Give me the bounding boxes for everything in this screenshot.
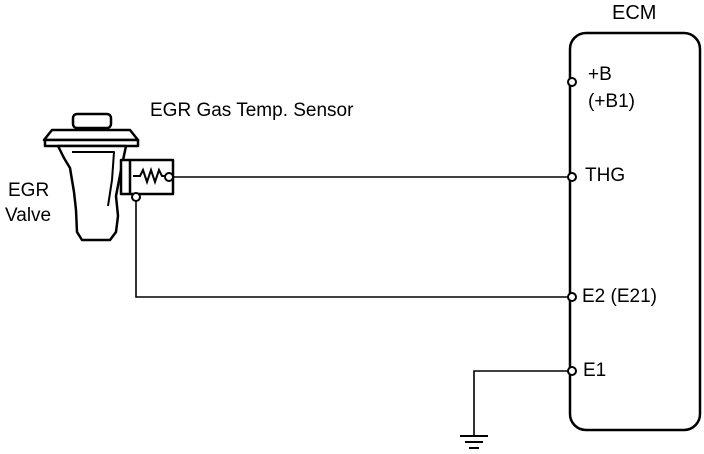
pin-b1-label: (+B1) [588,91,635,112]
sensor-terminal-ground [131,192,141,202]
terminal-e2 [567,292,577,302]
valve-label-line2: Valve [5,205,52,226]
terminal-e1 [567,366,577,376]
ground-wire [473,370,570,436]
wires [135,176,570,436]
ecm-label: ECM [612,2,657,24]
pin-thg-label: THG [585,165,626,186]
egr-valve-icon [42,112,175,242]
thermistor-icon [133,166,168,186]
sensor-label: EGR Gas Temp. Sensor [150,100,354,121]
terminals [131,77,577,376]
ground-icon [460,435,488,449]
ecm-box [568,31,702,432]
terminal-b [567,77,577,87]
pin-e1-label: E1 [583,360,607,381]
valve-label-line1: EGR [8,180,50,201]
pin-e2-label: E2 (E21) [582,286,657,307]
sensor-terminal-signal [164,172,174,182]
terminal-thg [567,172,577,182]
pin-b-label: +B [588,64,612,85]
e2-wire [135,197,570,298]
